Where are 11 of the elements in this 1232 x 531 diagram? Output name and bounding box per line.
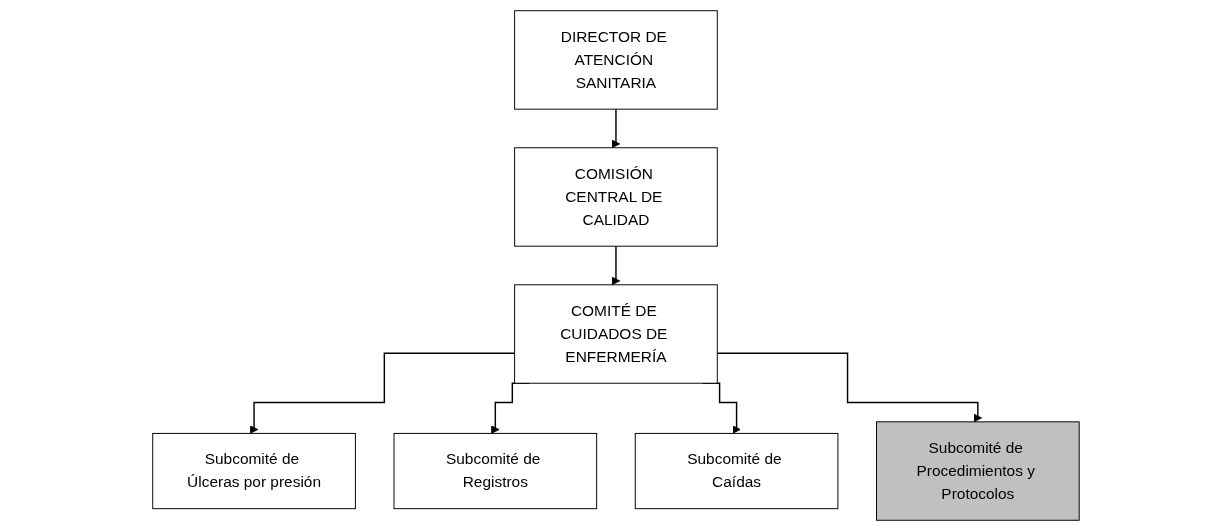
node-box: Subcomité de Registros — [393, 432, 598, 510]
arrow — [611, 108, 621, 149]
node-box: COMISIÓN CENTRAL DE CALIDAD — [514, 147, 718, 247]
arrow — [716, 352, 983, 423]
node-box: Subcomité de Caídas — [634, 432, 839, 510]
node-box: DIRECTOR DE ATENCIÓN SANITARIA — [514, 10, 718, 110]
node-box: Subcomité de Úlceras por presión — [152, 432, 356, 510]
node-box: COMITÉ DE CUIDADOS DE ENFERMERÍA — [514, 284, 718, 384]
arrow — [611, 245, 621, 286]
arrow — [249, 352, 516, 434]
node-box: Subcomité de Procedimientos y Protocolos — [876, 421, 1080, 521]
